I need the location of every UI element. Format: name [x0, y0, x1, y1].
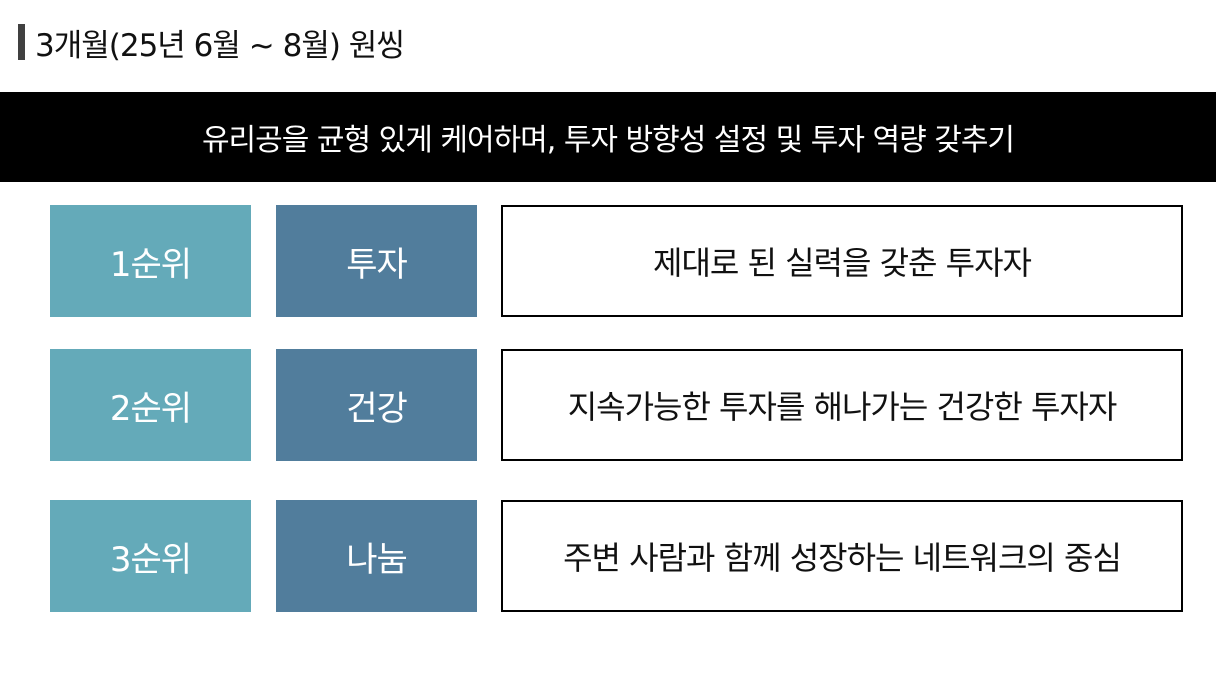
priority-row-1: 1순위 투자 제대로 된 실력을 갖춘 투자자	[0, 205, 1216, 317]
slide-title-text: 3개월(25년 6월 ~ 8월) 원씽	[35, 27, 405, 64]
priority-row-3: 3순위 나눔 주변 사람과 함께 성장하는 네트워크의 중심	[0, 500, 1216, 612]
category-label: 투자	[276, 205, 477, 317]
description-box: 지속가능한 투자를 해나가는 건강한 투자자	[501, 349, 1183, 461]
goal-banner: 유리공을 균형 있게 케어하며, 투자 방향성 설정 및 투자 역량 갖추기	[0, 92, 1216, 182]
rank-label: 2순위	[50, 349, 251, 461]
description-box: 주변 사람과 함께 성장하는 네트워크의 중심	[501, 500, 1183, 612]
description-box: 제대로 된 실력을 갖춘 투자자	[501, 205, 1183, 317]
title-accent-bar	[18, 24, 25, 60]
rank-label: 1순위	[50, 205, 251, 317]
category-label: 건강	[276, 349, 477, 461]
priority-row-2: 2순위 건강 지속가능한 투자를 해나가는 건강한 투자자	[0, 349, 1216, 461]
rank-label: 3순위	[50, 500, 251, 612]
slide-title: 3개월(25년 6월 ~ 8월) 원씽	[18, 22, 405, 64]
category-label: 나눔	[276, 500, 477, 612]
